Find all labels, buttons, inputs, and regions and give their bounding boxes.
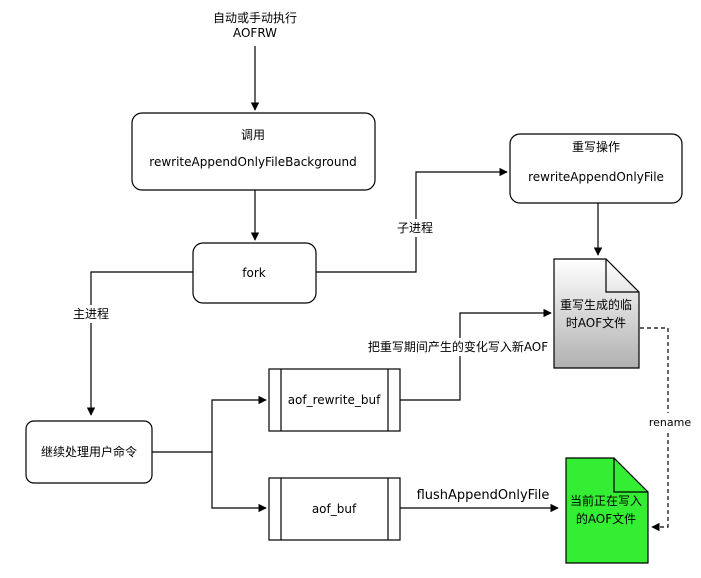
node-temp-aof-line1: 重写生成的临	[560, 297, 632, 312]
node-aof-buf	[268, 477, 401, 541]
start-text-line2: AOFRW	[233, 26, 277, 40]
edge-label-main-process: 主进程	[73, 306, 109, 321]
edge-label-rename: rename	[649, 416, 691, 429]
node-call-rewrite-background	[131, 112, 376, 191]
edge-label-write-changes: 把重写期间产生的变化写入新AOF	[368, 339, 548, 354]
node-current-aof-line1: 当前正在写入	[570, 493, 642, 508]
node-current-aof-line2: 的AOF文件	[576, 511, 636, 526]
node-continue-label: 继续处理用户命令	[41, 444, 137, 459]
node-aof-rewrite-buf-label: aof_rewrite_buf	[288, 393, 381, 407]
start-text-line1: 自动或手动执行	[213, 11, 297, 25]
edge-continue-to-aofbuf	[211, 452, 267, 513]
node-aof-buf-label: aof_buf	[312, 502, 357, 516]
node-temp-aof-file	[553, 258, 640, 369]
node-rewrite-operation	[509, 133, 683, 204]
edge-fork-to-continue	[86, 271, 193, 416]
node-current-aof-file	[565, 457, 649, 564]
node-rewrite-subtitle: rewriteAppendOnlyFile	[528, 170, 664, 184]
node-continue-user-commands	[25, 420, 153, 484]
node-fork	[192, 242, 317, 304]
node-call-subtitle: rewriteAppendOnlyFileBackground	[149, 155, 356, 169]
node-aof-rewrite-buf	[268, 368, 401, 432]
edge-label-child-process: 子进程	[397, 220, 433, 235]
edge-rewritebuf-to-temp	[400, 308, 552, 401]
node-fork-label: fork	[242, 266, 266, 280]
node-temp-aof-line2: 时AOF文件	[566, 315, 626, 330]
node-call-title: 调用	[241, 128, 265, 142]
edge-label-flush: flushAppendOnlyFile	[417, 488, 550, 503]
edge-continue-to-rewritebuf	[152, 395, 267, 453]
node-rewrite-title: 重写操作	[572, 139, 620, 154]
